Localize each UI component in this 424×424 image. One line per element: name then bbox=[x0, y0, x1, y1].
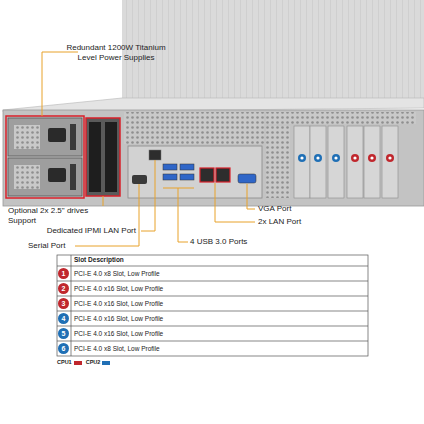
table-cell: PCI-E 4.0 x16 Slot, Low Profile bbox=[74, 285, 364, 293]
io-plate bbox=[128, 146, 262, 198]
ipmi-lan-port bbox=[149, 150, 161, 160]
usb-port bbox=[163, 174, 177, 180]
psu-handle bbox=[70, 124, 76, 150]
serial-port bbox=[132, 175, 147, 184]
table-cell: PCI-E 4.0 x16 Slot, Low Profile bbox=[74, 300, 364, 308]
callout-number: 4 bbox=[58, 313, 69, 324]
pcie-slots bbox=[294, 126, 398, 198]
legend-text: CPU2 bbox=[86, 359, 101, 366]
table-cell: PCI-E 4.0 x8 Slot, Low Profile bbox=[74, 345, 364, 353]
legend-swatch bbox=[102, 361, 110, 365]
usb-port bbox=[180, 174, 194, 180]
callout-label: VGA Port bbox=[258, 204, 318, 214]
usb-port bbox=[163, 164, 177, 170]
lan-port bbox=[216, 168, 230, 182]
slot-number-badge: 3 bbox=[58, 298, 69, 309]
table-cell: PCI-E 4.0 x8 Slot, Low Profile bbox=[74, 270, 364, 278]
drive-bays bbox=[86, 118, 120, 196]
vent-area bbox=[124, 112, 264, 144]
slot-number-badge: 4 bbox=[58, 313, 69, 324]
callout-number: 5 bbox=[58, 328, 69, 339]
power-supply bbox=[8, 158, 82, 196]
table-cell: PCI-E 4.0 x16 Slot, Low Profile bbox=[74, 330, 364, 338]
callout-label: Serial Port bbox=[28, 241, 74, 251]
psu-fan-grille bbox=[14, 125, 40, 149]
callout-number: 2 bbox=[58, 283, 69, 294]
vent-area bbox=[266, 112, 416, 124]
callout-label: Optional 2x 2.5" drives Support bbox=[8, 206, 102, 225]
leader-lines bbox=[42, 52, 255, 246]
drive-tray bbox=[105, 122, 117, 192]
table-cell: PCI-E 4.0 x16 Slot, Low Profile bbox=[74, 315, 364, 323]
slot-number-badge: 2 bbox=[58, 283, 69, 294]
psu-highlight bbox=[6, 116, 84, 198]
ac-inlet bbox=[48, 168, 66, 182]
callout-label: Redundant 1200W Titanium Level Power Sup… bbox=[60, 43, 172, 62]
callout-number: 1 bbox=[58, 268, 69, 279]
legend-swatch bbox=[74, 361, 82, 365]
table-header: Slot Description bbox=[74, 256, 224, 264]
chassis-top bbox=[122, 0, 424, 98]
legend-text: CPU1 bbox=[57, 359, 72, 366]
callout-label: 4 USB 3.0 Ports bbox=[190, 237, 270, 247]
lan-port bbox=[200, 168, 214, 182]
callout-label: Dedicated IPMI LAN Port bbox=[26, 226, 136, 236]
vent-area bbox=[266, 126, 290, 198]
callout-number: 6 bbox=[58, 343, 69, 354]
slot-number-badge: 1 bbox=[58, 268, 69, 279]
psu-fan-grille bbox=[14, 165, 40, 189]
usb-port bbox=[180, 164, 194, 170]
slot-table bbox=[57, 255, 368, 356]
power-supply bbox=[8, 118, 82, 156]
callout-label: 2x LAN Port bbox=[258, 217, 328, 227]
ac-inlet bbox=[48, 128, 66, 142]
slot-number-badge: 5 bbox=[58, 328, 69, 339]
vga-port bbox=[238, 174, 256, 183]
callout-number: 3 bbox=[58, 298, 69, 309]
slot-number-badge: 6 bbox=[58, 343, 69, 354]
psu-handle bbox=[70, 164, 76, 190]
rear-panel bbox=[3, 110, 424, 206]
drive-tray bbox=[89, 122, 101, 192]
